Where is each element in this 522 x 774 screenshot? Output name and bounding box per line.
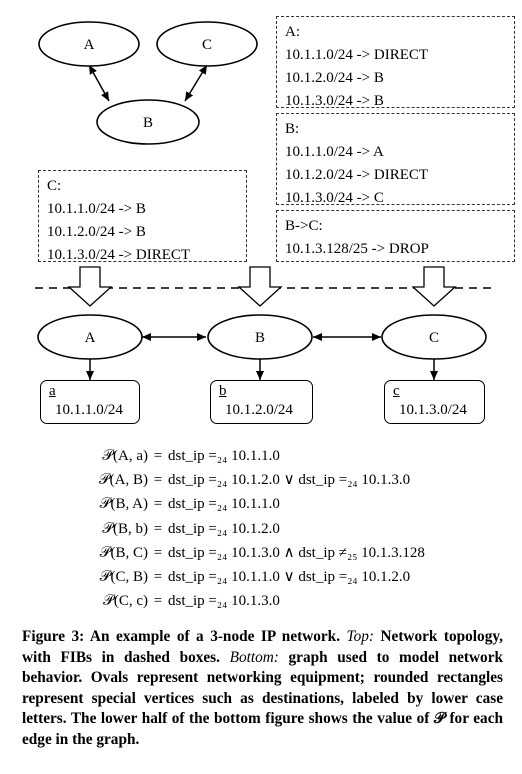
bottom-graph: A B C — [37, 314, 487, 380]
fib-C-title: C: — [47, 178, 62, 194]
top-node-C — [156, 21, 258, 67]
caption-text: Network topology, with FIBs in dashed bo… — [22, 628, 503, 666]
predicate-lhs: 𝒫(A, a) — [102, 448, 148, 464]
predicate-rhs: dst_ip =₂₄ 10.1.1.0 ∨ dst_ip =₂₄ 10.1.2.… — [168, 568, 411, 585]
fib-BC-title: B->C: — [285, 218, 323, 234]
fib-C-entry: 10.1.2.0/24 -> B — [47, 224, 146, 240]
fib-A-entry: 10.1.1.0/24 -> DIRECT — [285, 47, 429, 63]
caption-label: Figure 3: — [22, 628, 85, 645]
bottom-node-A — [37, 314, 143, 360]
fib-box-C: C: 10.1.1.0/24 -> B 10.1.2.0/24 -> B 10.… — [38, 170, 247, 263]
predicate-lhs: 𝒫(B, b) — [102, 520, 148, 537]
destination-a-letter: a — [49, 383, 56, 399]
destination-a: a 10.1.1.0/24 — [40, 380, 140, 424]
fib-B-title: B: — [285, 121, 300, 137]
destination-c-address: 10.1.3.0/24 — [399, 402, 467, 418]
predicate-equals: = — [153, 448, 163, 464]
predicate-lhs: 𝒫(B, C) — [99, 544, 148, 561]
predicate-rhs: dst_ip =₂₄ 10.1.3.0 — [168, 593, 280, 610]
predicate-equals: = — [153, 544, 163, 561]
fib-B-entry: 10.1.2.0/24 -> DIRECT — [285, 167, 429, 183]
predicate-row: 𝒫(B, C) = dst_ip =₂₄ 10.1.3.0 ∧ dst_ip ≠₂₅… — [66, 541, 425, 565]
destination-b: b 10.1.2.0/24 — [210, 380, 313, 424]
block-arrow-A — [67, 266, 113, 307]
destination-c-letter: c — [393, 383, 400, 399]
fib-box-B-to-C: B->C: 10.1.3.128/25 -> DROP — [276, 210, 515, 262]
predicate-lhs: 𝒫(B, A) — [99, 496, 148, 513]
edge-predicates: 𝒫(A, a) = dst_ip =₂₄ 10.1.1.0 𝒫(A, B) = dst_… — [66, 444, 425, 613]
bottom-node-C — [381, 314, 487, 360]
top-node-A-label: A — [84, 37, 95, 53]
caption-top-label: Top: — [346, 628, 375, 645]
top-node-B-label: B — [143, 115, 153, 131]
predicate-rhs: dst_ip =₂₄ 10.1.1.0 — [168, 496, 280, 513]
predicate-rhs: dst_ip =₂₄ 10.1.3.0 ∧ dst_ip ≠₂₅ 10.1.3.… — [168, 544, 425, 561]
top-node-A — [38, 21, 140, 67]
predicate-lhs: 𝒫(C, c) — [103, 593, 148, 610]
bottom-node-B — [207, 314, 313, 360]
predicate-row: 𝒫(B, b) = dst_ip =₂₄ 10.1.2.0 — [66, 517, 425, 541]
predicate-rhs: dst_ip =₂₄ 10.1.1.0 — [168, 448, 280, 464]
predicate-equals: = — [153, 496, 163, 513]
predicate-row: 𝒫(A, a) = dst_ip =₂₄ 10.1.1.0 — [66, 444, 425, 468]
fib-B-entry: 10.1.1.0/24 -> A — [285, 144, 384, 160]
caption-text: An example of a 3-node IP network. — [84, 628, 347, 645]
predicate-row: 𝒫(C, B) = dst_ip =₂₄ 10.1.1.0 ∨ dst_ip =₂₄… — [66, 565, 425, 589]
predicate-row: 𝒫(A, B) = dst_ip =₂₄ 10.1.2.0 ∨ dst_ip =₂₄… — [66, 468, 425, 492]
destination-b-address: 10.1.2.0/24 — [225, 402, 293, 418]
bottom-node-C-label: C — [429, 330, 439, 346]
predicate-rhs: dst_ip =₂₄ 10.1.2.0 — [168, 520, 280, 537]
predicate-row: 𝒫(C, c) = dst_ip =₂₄ 10.1.3.0 — [66, 589, 425, 613]
fib-B-entry: 10.1.3.0/24 -> C — [285, 190, 384, 206]
top-node-C-label: C — [202, 37, 212, 53]
destination-c: c 10.1.3.0/24 — [384, 380, 485, 424]
predicate-equals: = — [153, 472, 163, 489]
edge-C-B-top — [184, 64, 208, 102]
block-arrow-B — [237, 266, 283, 307]
predicate-rhs: dst_ip =₂₄ 10.1.2.0 ∨ dst_ip =₂₄ 10.1.3.… — [168, 472, 411, 489]
top-node-B — [96, 99, 200, 145]
destination-a-address: 10.1.1.0/24 — [55, 402, 123, 418]
top-topology: A C B — [38, 21, 258, 145]
edge-A-B-top — [88, 64, 110, 102]
figure-caption: Figure 3: An example of a 3-node IP netw… — [22, 627, 503, 751]
bottom-node-B-label: B — [255, 330, 265, 346]
fib-C-entry: 10.1.1.0/24 -> B — [47, 201, 146, 217]
fib-box-A: A: 10.1.1.0/24 -> DIRECT 10.1.2.0/24 -> … — [276, 16, 515, 109]
fib-BC-entry: 10.1.3.128/25 -> DROP — [285, 241, 429, 257]
predicate-equals: = — [153, 593, 163, 610]
predicate-row: 𝒫(B, A) = dst_ip =₂₄ 10.1.1.0 — [66, 492, 425, 516]
predicate-equals: = — [153, 520, 163, 537]
block-arrow-C — [411, 266, 457, 307]
fib-A-entry: 10.1.3.0/24 -> B — [285, 93, 384, 109]
caption-bottom-label: Bottom: — [229, 648, 279, 666]
fib-box-B: B: 10.1.1.0/24 -> A 10.1.2.0/24 -> DIREC… — [276, 113, 515, 206]
predicate-lhs: 𝒫(C, B) — [99, 568, 148, 585]
predicate-equals: = — [153, 568, 163, 585]
destination-b-letter: b — [219, 383, 227, 399]
caption-text: graph used to model network behavior. Ov… — [22, 648, 504, 748]
fib-A-entry: 10.1.2.0/24 -> B — [285, 70, 384, 86]
bottom-node-A-label: A — [85, 330, 96, 346]
predicate-lhs: 𝒫(A, B) — [98, 472, 148, 489]
fib-C-entry: 10.1.3.0/24 -> DIRECT — [47, 247, 191, 263]
fib-A-title: A: — [285, 24, 300, 40]
